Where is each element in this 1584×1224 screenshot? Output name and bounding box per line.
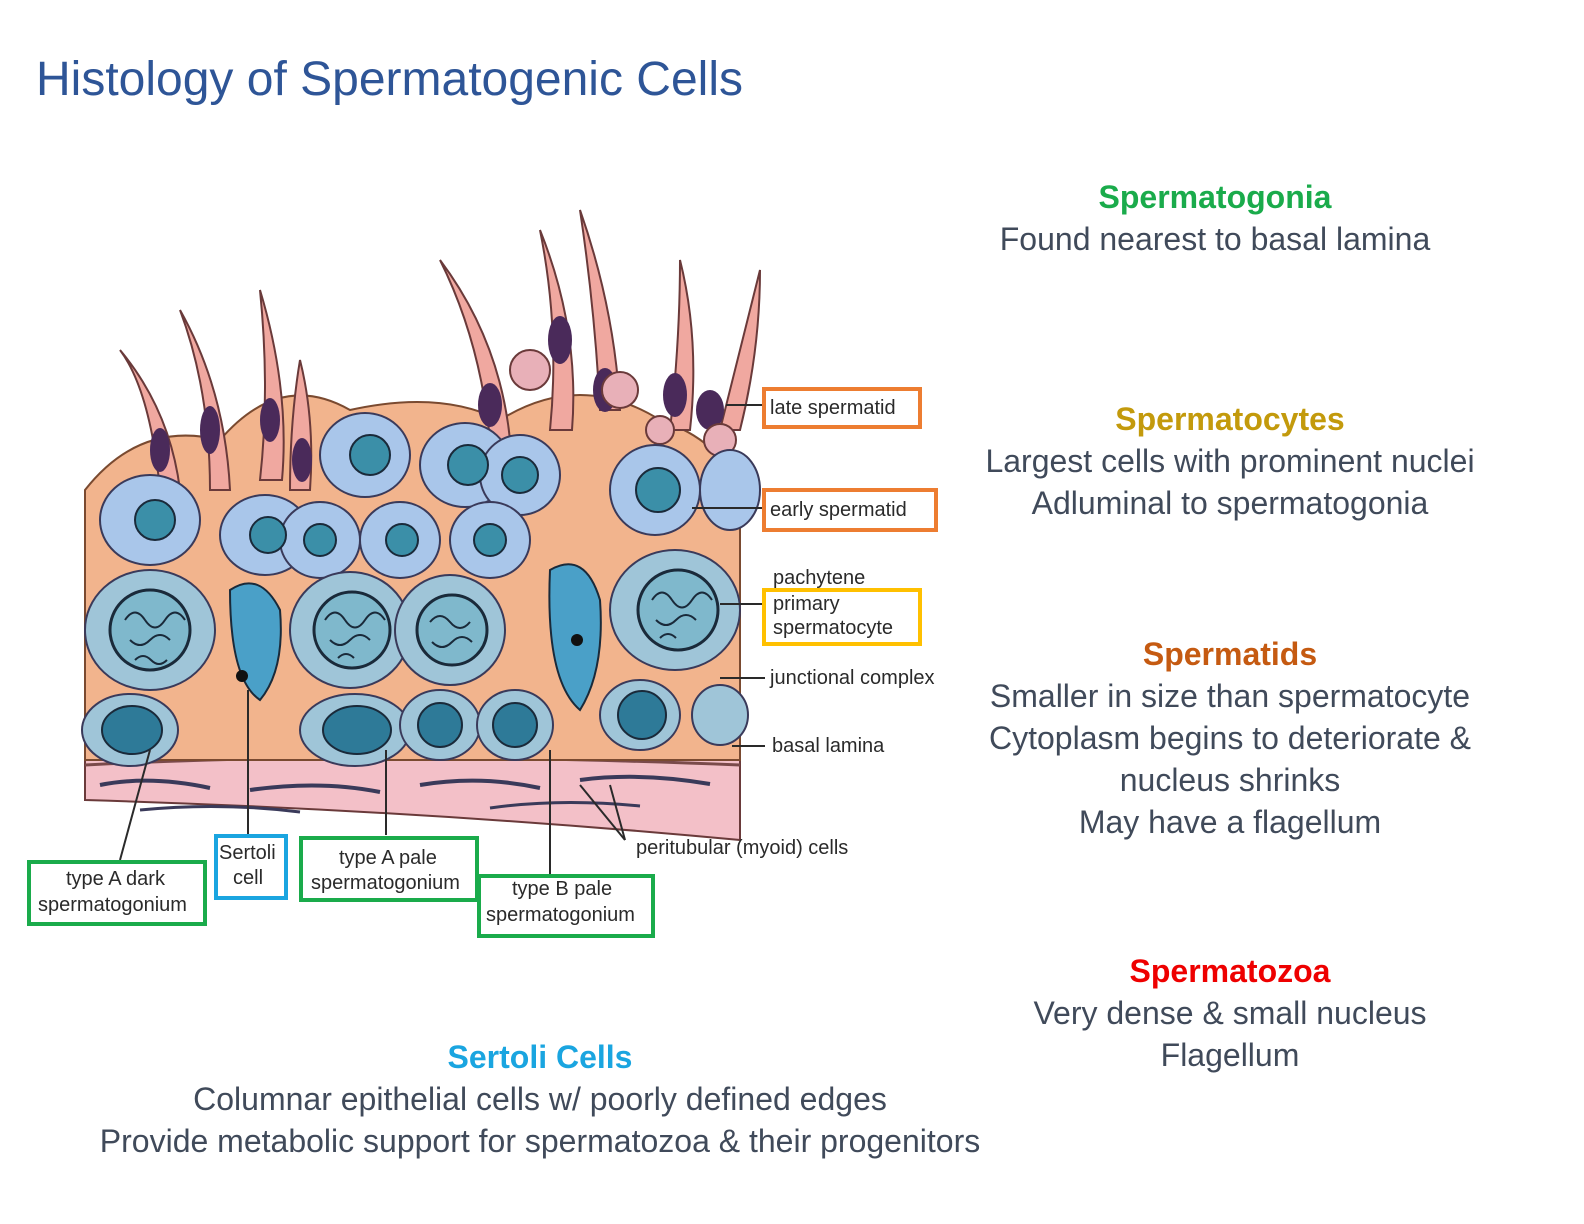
spermatocytes-line-2: Adluminal to spermatogonia [1031, 485, 1429, 521]
spermatogonia-section: Spermatogonia Found nearest to basal lam… [940, 176, 1490, 260]
early-spermatid-box [762, 488, 938, 532]
type-a-pale-label: type A pale [339, 847, 437, 869]
sertoli-label: Sertoli [219, 842, 276, 864]
spermatids-line-2: Cytoplasm begins to deteriorate & [988, 720, 1472, 756]
type-a-dark-label: type A dark [66, 868, 165, 890]
spermatocytes-line-1: Largest cells with prominent nuclei [985, 443, 1475, 479]
basal-lamina-label: basal lamina [772, 735, 885, 757]
spermatozoa-line-1: Very dense & small nucleus [1033, 995, 1427, 1031]
early-spermatid-nuclei [134, 434, 681, 557]
page-title: Histology of Spermatogenic Cells [36, 53, 743, 106]
sertoli-heading: Sertoli Cells [447, 1039, 633, 1075]
spermatogonia-heading: Spermatogonia [1098, 179, 1332, 215]
sertoli-cell-box [214, 834, 288, 900]
late-spermatid-label: late spermatid [770, 397, 896, 419]
type-a-pale-box [299, 836, 479, 902]
spermatocyte-nuclei [108, 568, 720, 672]
spermatozoa-section: Spermatozoa Very dense & small nucleus F… [940, 950, 1520, 1076]
late-spermatid-box [762, 387, 922, 429]
junctional-complex-label: junctional complex [770, 667, 935, 689]
spermatozoa-heading: Spermatozoa [1129, 953, 1331, 989]
pachytene-box [762, 588, 922, 646]
leader-lines [119, 404, 765, 875]
spermatogonia-nuclei [101, 690, 667, 755]
chromatin-squiggles [124, 591, 713, 665]
spermatogonia-line-1: Found nearest to basal lamina [999, 221, 1431, 257]
sertoli-section: Sertoli Cells Columnar epithelial cells … [40, 1036, 1040, 1162]
spermatids-line-1: Smaller in size than spermatocyte [989, 678, 1471, 714]
spermatocytes-section: Spermatocytes Largest cells with promine… [940, 398, 1520, 524]
round-spermatids [509, 349, 737, 457]
primary-label: primary [773, 593, 840, 615]
spermatids-heading: Spermatids [1142, 636, 1318, 672]
spermatozoa-line-2: Flagellum [1160, 1037, 1300, 1073]
spermatids-line-3: nucleus shrinks [1119, 762, 1341, 798]
type-a-dark-box [27, 860, 207, 926]
sertoli-line-1: Columnar epithelial cells w/ poorly defi… [193, 1081, 887, 1117]
sertoli-line-2: Provide metabolic support for spermatozo… [99, 1123, 981, 1159]
spermatids-section: Spermatids Smaller in size than spermato… [940, 633, 1520, 843]
type-b-pale-label-2: spermatogonium [486, 904, 635, 926]
spermatocytes-heading: Spermatocytes [1115, 401, 1345, 437]
spermatocyte-label: spermatocyte [773, 617, 894, 639]
type-b-pale-box [477, 874, 655, 938]
type-a-dark-label-2: spermatogonium [38, 894, 187, 916]
type-a-pale-label-2: spermatogonium [311, 872, 460, 894]
early-spermatid-label: early spermatid [770, 499, 907, 521]
seminiferous-epithelium-illustration [81, 209, 765, 875]
type-b-pale-label: type B pale [512, 878, 613, 900]
peritubular-label: peritubular (myoid) cells [636, 837, 849, 859]
cell-label: cell [233, 867, 264, 889]
spermatids-line-4: May have a flagellum [1078, 804, 1382, 840]
pachytene-label: pachytene [773, 567, 866, 589]
